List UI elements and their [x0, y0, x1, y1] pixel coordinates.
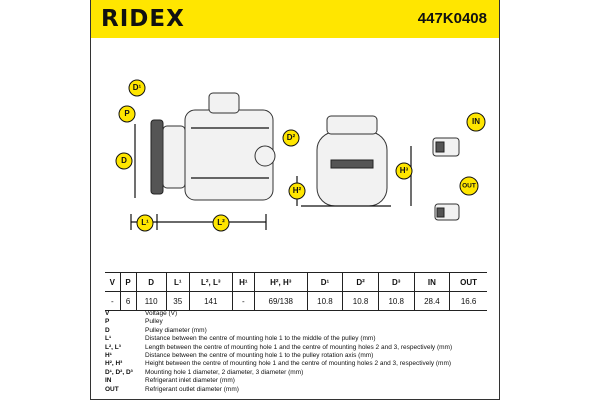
legend-row: H², H³ Height between the centre of mount… [105, 360, 452, 368]
spec-sheet: RIDEX 447K0408 [90, 0, 500, 400]
compressor-front-view [301, 115, 391, 207]
badge-p: P [118, 105, 136, 123]
badge-d2: D² [282, 129, 300, 147]
legend-text: Pulley [145, 318, 163, 326]
svg-text:P: P [124, 109, 130, 118]
header-cell: D³ [377, 272, 415, 292]
badge-h2: H² [288, 182, 306, 200]
legend-text: Refrigerant inlet diameter (mm) [145, 377, 235, 385]
legend-row: IN Refrigerant inlet diameter (mm) [105, 377, 452, 385]
svg-text:L²: L² [217, 218, 225, 227]
header-cell: H², H³ [253, 272, 308, 292]
outlet-fitting [434, 203, 460, 221]
value-cell: 16.6 [449, 291, 487, 311]
badge-l2: L² [212, 214, 230, 232]
legend-key: D [105, 326, 110, 334]
value-cell: 10.8 [377, 291, 415, 311]
header-cell: H¹ [231, 272, 255, 292]
legend-row: OUT Refrigerant outlet diameter (mm) [105, 386, 452, 394]
legend-row: D¹, D², D³ Mounting hole 1 diameter, 2 di… [105, 369, 452, 377]
legend-row: V Voltage (V) [105, 310, 452, 318]
svg-text:IN: IN [472, 117, 480, 126]
svg-text:D: D [121, 156, 127, 165]
badge-d1: D¹ [128, 79, 146, 97]
value-cell: 10.8 [342, 291, 379, 311]
badge-d: D [115, 152, 133, 170]
svg-text:D²: D² [287, 133, 296, 142]
legend-text: Mounting hole 1 diameter, 2 diameter, 3 … [145, 368, 304, 376]
legend: V Voltage (V) P Pulley D Pulley diameter (m… [105, 310, 452, 394]
badge-out: OUT [459, 176, 479, 196]
legend-key: IN [105, 377, 112, 385]
legend-key: D¹, D², D³ [105, 368, 133, 376]
part-number: 447K0408 [417, 10, 487, 27]
legend-text: Pulley diameter (mm) [145, 326, 207, 334]
brand-logo: RIDEX [101, 6, 185, 32]
value-cell: 69/138 [253, 291, 308, 311]
header-cell: D [135, 272, 167, 292]
header-cell: V [105, 272, 121, 292]
header-cell: P [119, 272, 137, 292]
spec-table-value-row: - 6 110 35 141 - 69/138 10.8 10.8 10.8 2… [105, 291, 487, 311]
header-cell: L², L³ [188, 272, 233, 292]
badge-h3: H³ [395, 162, 413, 180]
badge-in: IN [466, 112, 486, 132]
svg-text:L¹: L¹ [141, 218, 149, 227]
header-cell: IN [413, 272, 450, 292]
svg-text:OUT: OUT [462, 183, 476, 190]
value-cell: - [105, 291, 121, 311]
legend-key: L¹ [105, 335, 112, 343]
header-cell: OUT [449, 272, 487, 292]
spec-table: V P D L¹ L², L³ H¹ H², H³ D¹ D² D³ IN OU… [105, 272, 487, 311]
value-cell: 141 [188, 291, 233, 311]
legend-key: H², H³ [105, 360, 123, 368]
legend-key: H¹ [105, 352, 112, 360]
svg-text:D¹: D¹ [133, 83, 142, 92]
legend-row: D Pulley diameter (mm) [105, 327, 452, 335]
legend-row: L¹ Distance between the centre of mountin… [105, 335, 452, 343]
value-cell: - [231, 291, 255, 311]
header-cell: D¹ [306, 272, 343, 292]
svg-text:H²: H² [293, 186, 302, 195]
value-cell: 6 [119, 291, 137, 311]
legend-text: Distance between the centre of mounting … [145, 335, 376, 343]
legend-key: L², L³ [105, 343, 121, 351]
header-cell: D² [342, 272, 379, 292]
legend-text: Distance between the centre of mounting … [145, 352, 374, 360]
value-cell: 28.4 [413, 291, 450, 311]
inlet-fitting [432, 137, 460, 157]
legend-row: P Pulley [105, 318, 452, 326]
badge-l1: L¹ [136, 214, 154, 232]
legend-text: Voltage (V) [145, 310, 178, 317]
value-cell: 10.8 [306, 291, 343, 311]
legend-row: L², L³ Length between the centre of mount… [105, 344, 452, 352]
legend-key: P [105, 318, 110, 326]
legend-key: V [105, 310, 110, 317]
value-cell: 35 [165, 291, 190, 311]
value-cell: 110 [135, 291, 167, 311]
legend-text: Refrigerant outlet diameter (mm) [145, 385, 239, 393]
spec-table-header-row: V P D L¹ L², L³ H¹ H², H³ D¹ D² D³ IN OU… [105, 272, 487, 292]
legend-text: Length between the centre of mounting ho… [145, 343, 453, 351]
compressor-drawing: D¹ P D D² H² H³ L¹ L² IN OUT [115, 79, 486, 232]
legend-row: H¹ Distance between the centre of mountin… [105, 352, 452, 360]
header-bar: RIDEX 447K0408 [91, 0, 499, 38]
legend-text: Height between the centre of mounting ho… [145, 360, 452, 368]
header-cell: L¹ [165, 272, 190, 292]
svg-text:H³: H³ [400, 166, 409, 175]
legend-key: OUT [105, 385, 119, 393]
compressor-side-view [150, 92, 276, 201]
